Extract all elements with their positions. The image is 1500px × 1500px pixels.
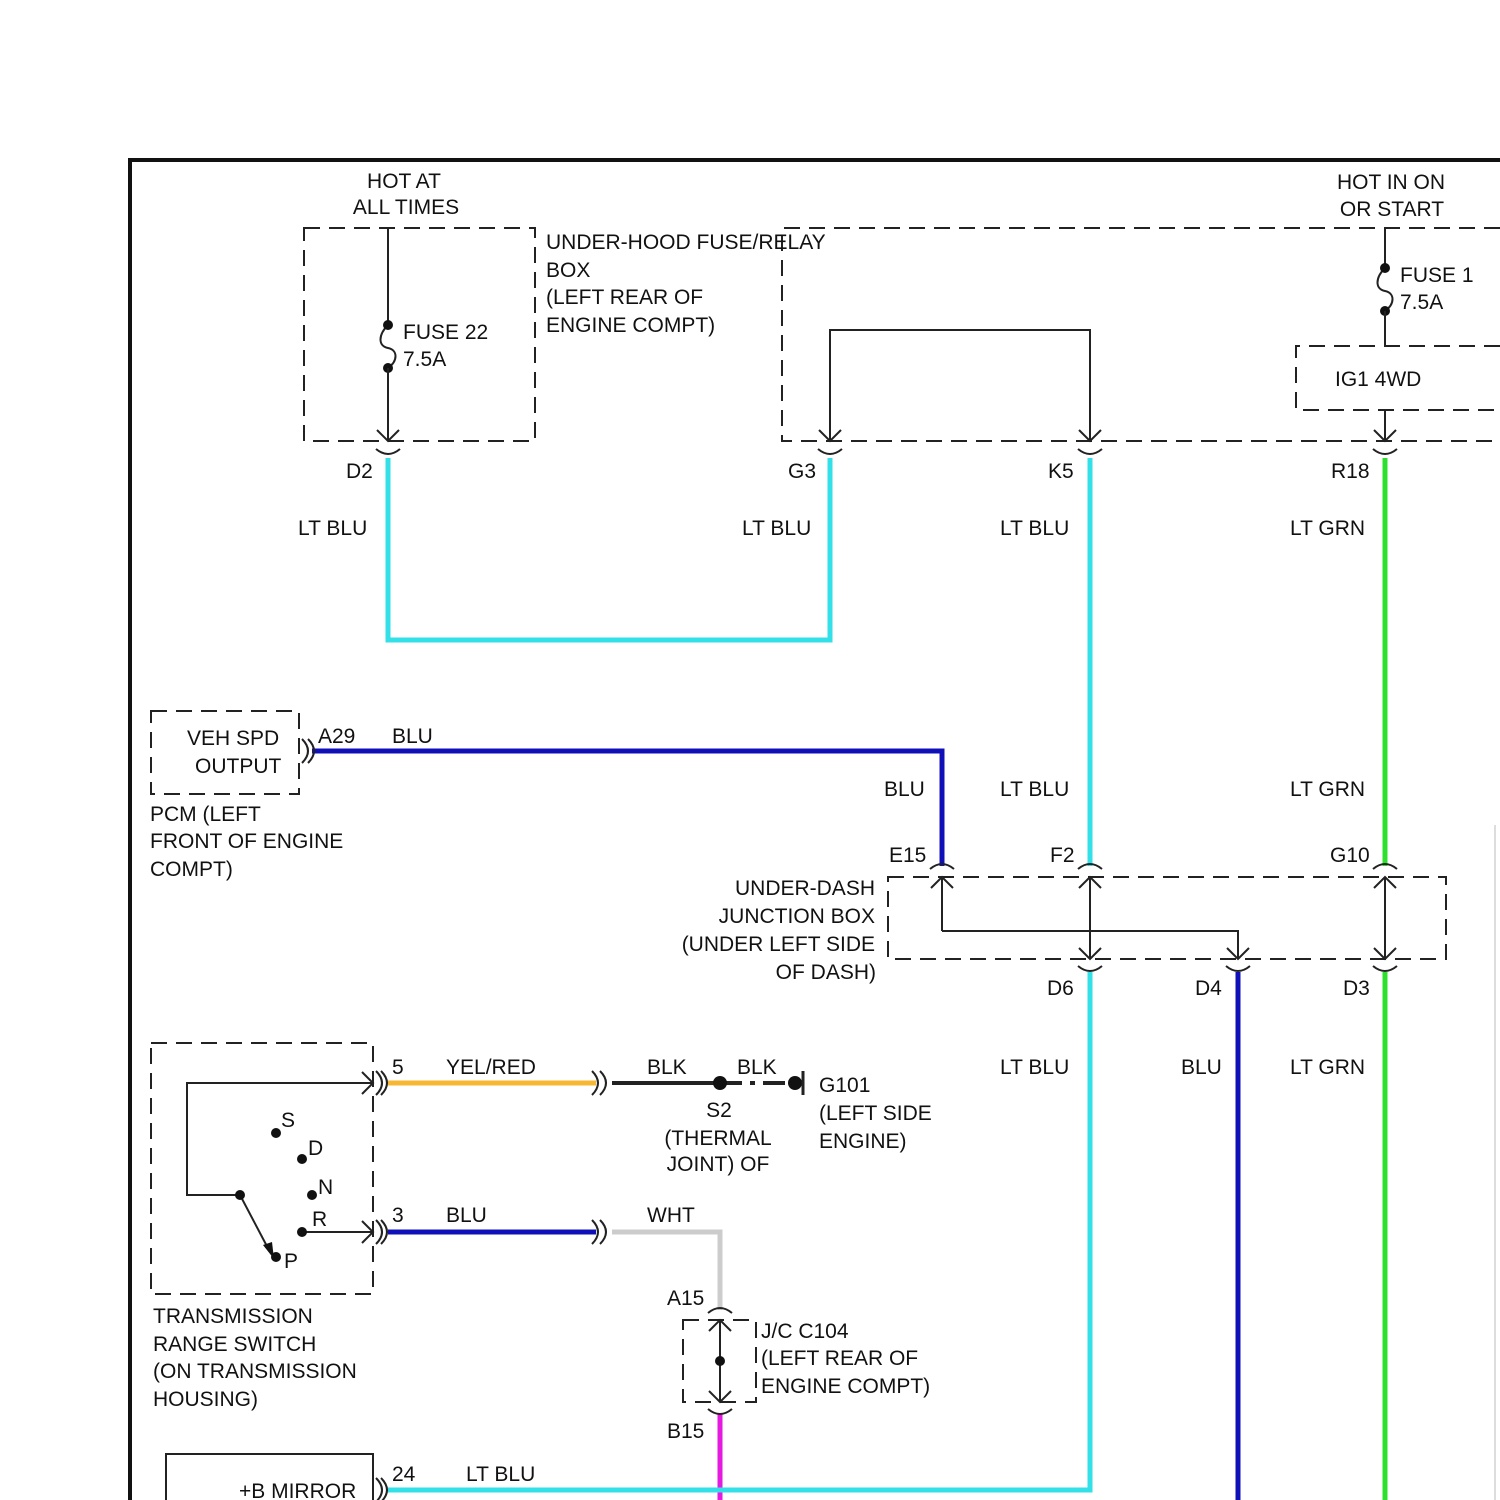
pin-5: 5: [392, 1056, 404, 1079]
wire-label-g3: LT BLU: [742, 517, 811, 540]
wire-label-f2: LT BLU: [1000, 778, 1069, 801]
pin-g10: G10: [1330, 844, 1370, 867]
transmission-range-switch: [151, 1043, 387, 1294]
ground-label-3: ENGINE): [819, 1130, 907, 1153]
labels: HOT AT ALL TIMES HOT IN ON OR START FUSE…: [150, 170, 1474, 1500]
hot-in-on-line2: OR START: [1340, 198, 1444, 221]
pin-d4: D4: [1195, 977, 1222, 1000]
trans-caption-3: (ON TRANSMISSION: [153, 1360, 357, 1383]
ground-label-1: G101: [819, 1074, 870, 1097]
pin-b15: B15: [667, 1420, 704, 1443]
jc-caption-2: (LEFT REAR OF: [761, 1347, 918, 1370]
switch-position-d: D: [308, 1137, 323, 1160]
fuse1-name: FUSE 1: [1400, 264, 1474, 287]
underdash-junction-box: [888, 864, 1446, 971]
underhood-caption-2: BOX: [546, 259, 590, 282]
pcm-caption-3: COMPT): [150, 858, 233, 881]
wire-label-3: BLU: [446, 1204, 487, 1227]
ig1-4wd-label: IG1 4WD: [1335, 368, 1421, 391]
trans-caption-2: RANGE SWITCH: [153, 1333, 316, 1356]
splice-label-1: S2: [706, 1099, 732, 1122]
pin-k5: K5: [1048, 460, 1074, 483]
underdash-caption-4: OF DASH): [776, 961, 876, 984]
pcm-box-line1: VEH SPD: [187, 727, 279, 750]
pin-g3: G3: [788, 460, 816, 483]
underhood-caption-3: (LEFT REAR OF: [546, 286, 703, 309]
pin-e15: E15: [889, 844, 926, 867]
wire-label-d2: LT BLU: [298, 517, 367, 540]
ground-label-2: (LEFT SIDE: [819, 1102, 932, 1125]
underhood-caption-1: UNDER-HOOD FUSE/RELAY: [546, 231, 826, 254]
wire-label-d3: LT GRN: [1290, 1056, 1365, 1079]
pcm-box: [151, 711, 314, 794]
pin-d3: D3: [1343, 977, 1370, 1000]
wire-label-r18: LT GRN: [1290, 517, 1365, 540]
underhood-caption-4: ENGINE COMPT): [546, 314, 715, 337]
wire-label-g10: LT GRN: [1290, 778, 1365, 801]
pin-a15: A15: [667, 1287, 704, 1310]
switch-position-s: S: [281, 1109, 295, 1132]
wire-label-blk1: BLK: [647, 1056, 687, 1079]
pcm-box-line2: OUTPUT: [195, 755, 282, 778]
pin-d2: D2: [346, 460, 373, 483]
fuse22-rating: 7.5A: [403, 348, 446, 371]
pin-3: 3: [392, 1204, 404, 1227]
pin-d6: D6: [1047, 977, 1074, 1000]
fuse1-rating: 7.5A: [1400, 291, 1443, 314]
underdash-caption-2: JUNCTION BOX: [719, 905, 875, 928]
wire-label-5: YEL/RED: [446, 1056, 536, 1079]
wire-label-e15: BLU: [884, 778, 925, 801]
pin-r18: R18: [1331, 460, 1370, 483]
pin-a29: A29: [318, 725, 355, 748]
trans-caption-4: HOUSING): [153, 1388, 258, 1411]
wire-label-d4: BLU: [1181, 1056, 1222, 1079]
splice-label-3: JOINT) OF: [667, 1153, 770, 1176]
mirror-label: +B MIRROR: [239, 1480, 356, 1500]
wire-d2-g3-lt-blu: [388, 458, 830, 640]
fusebox-connector-cups: [376, 449, 1397, 454]
fuse22-name: FUSE 22: [403, 321, 488, 344]
jc-caption-1: J/C C104: [761, 1320, 849, 1343]
hot-in-on-line1: HOT IN ON: [1337, 171, 1445, 194]
switch-position-n: N: [318, 1176, 333, 1199]
wire-label-blk2: BLK: [737, 1056, 777, 1079]
jc-c104: [683, 1308, 756, 1414]
underhood-fuse-box-right: [782, 228, 1500, 441]
hot-at-all-times-line1: HOT AT: [367, 170, 441, 193]
pcm-caption-2: FRONT OF ENGINE: [150, 830, 343, 853]
underdash-caption-3: (UNDER LEFT SIDE: [682, 933, 875, 956]
pin-f2: F2: [1050, 844, 1075, 867]
splice-s2: [713, 1076, 727, 1090]
wire-label-d6: LT BLU: [1000, 1056, 1069, 1079]
splice-label-2: (THERMAL: [664, 1127, 771, 1150]
wire-label-wht: WHT: [647, 1204, 695, 1227]
switch-position-r: R: [312, 1208, 327, 1231]
wire-label-k5: LT BLU: [1000, 517, 1069, 540]
wire-24-lt-blu: [388, 1488, 1090, 1490]
underdash-caption-1: UNDER-DASH: [735, 877, 875, 900]
wire-label-24: LT BLU: [466, 1463, 535, 1486]
pcm-caption-1: PCM (LEFT: [150, 803, 261, 826]
jc-caption-3: ENGINE COMPT): [761, 1375, 930, 1398]
wire-a29-blu: [312, 751, 942, 866]
inline-connectors: [592, 1071, 606, 1244]
trans-caption-1: TRANSMISSION: [153, 1305, 313, 1328]
switch-position-p: P: [284, 1250, 298, 1273]
pin-24: 24: [392, 1463, 416, 1486]
wire-label-a29: BLU: [392, 725, 433, 748]
hot-at-all-times-line2: ALL TIMES: [353, 196, 459, 219]
